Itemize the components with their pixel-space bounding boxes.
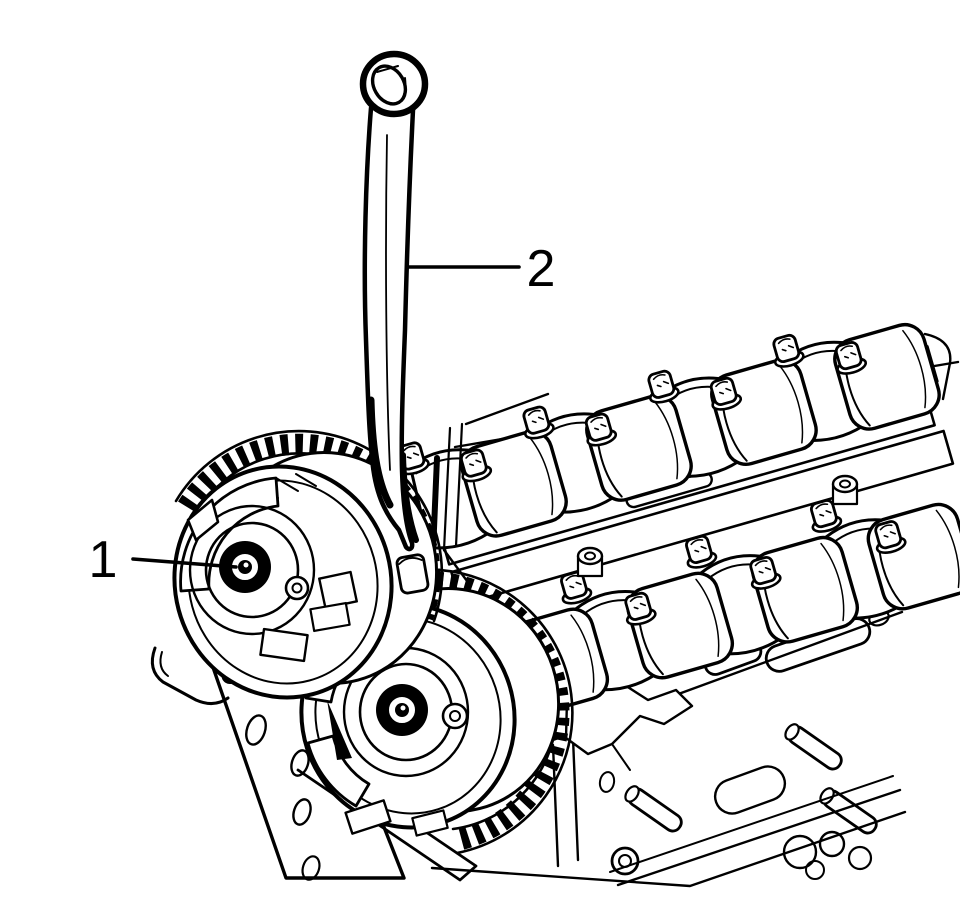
camshaft-holding-wrench — [359, 50, 429, 552]
wrench-shaft — [362, 99, 416, 552]
camshaft-actuator-1 — [172, 429, 444, 700]
left-tab — [186, 498, 220, 542]
oil-feed-boss — [831, 474, 859, 506]
dowel-pin — [816, 784, 881, 838]
head-left-edge — [430, 392, 550, 587]
leader-line-1 — [131, 557, 238, 569]
camshaft-hex-end — [395, 553, 430, 595]
callout-2: 2 — [406, 240, 556, 298]
oil-feed-boss — [576, 546, 604, 578]
dowel-pin — [781, 720, 846, 774]
callout-2-label: 2 — [527, 240, 556, 298]
dowel-pin — [621, 782, 686, 836]
actuator-1-center-bolt — [219, 541, 271, 593]
hook-bracket — [150, 646, 230, 705]
camshaft-actuator-2 — [299, 568, 574, 855]
callout-1-label: 1 — [89, 531, 118, 589]
shadow-wedge — [327, 700, 352, 760]
actuator-2-center-bolt — [376, 684, 428, 736]
callout-1: 1 — [89, 531, 238, 589]
camshaft-exhaust — [392, 318, 946, 556]
